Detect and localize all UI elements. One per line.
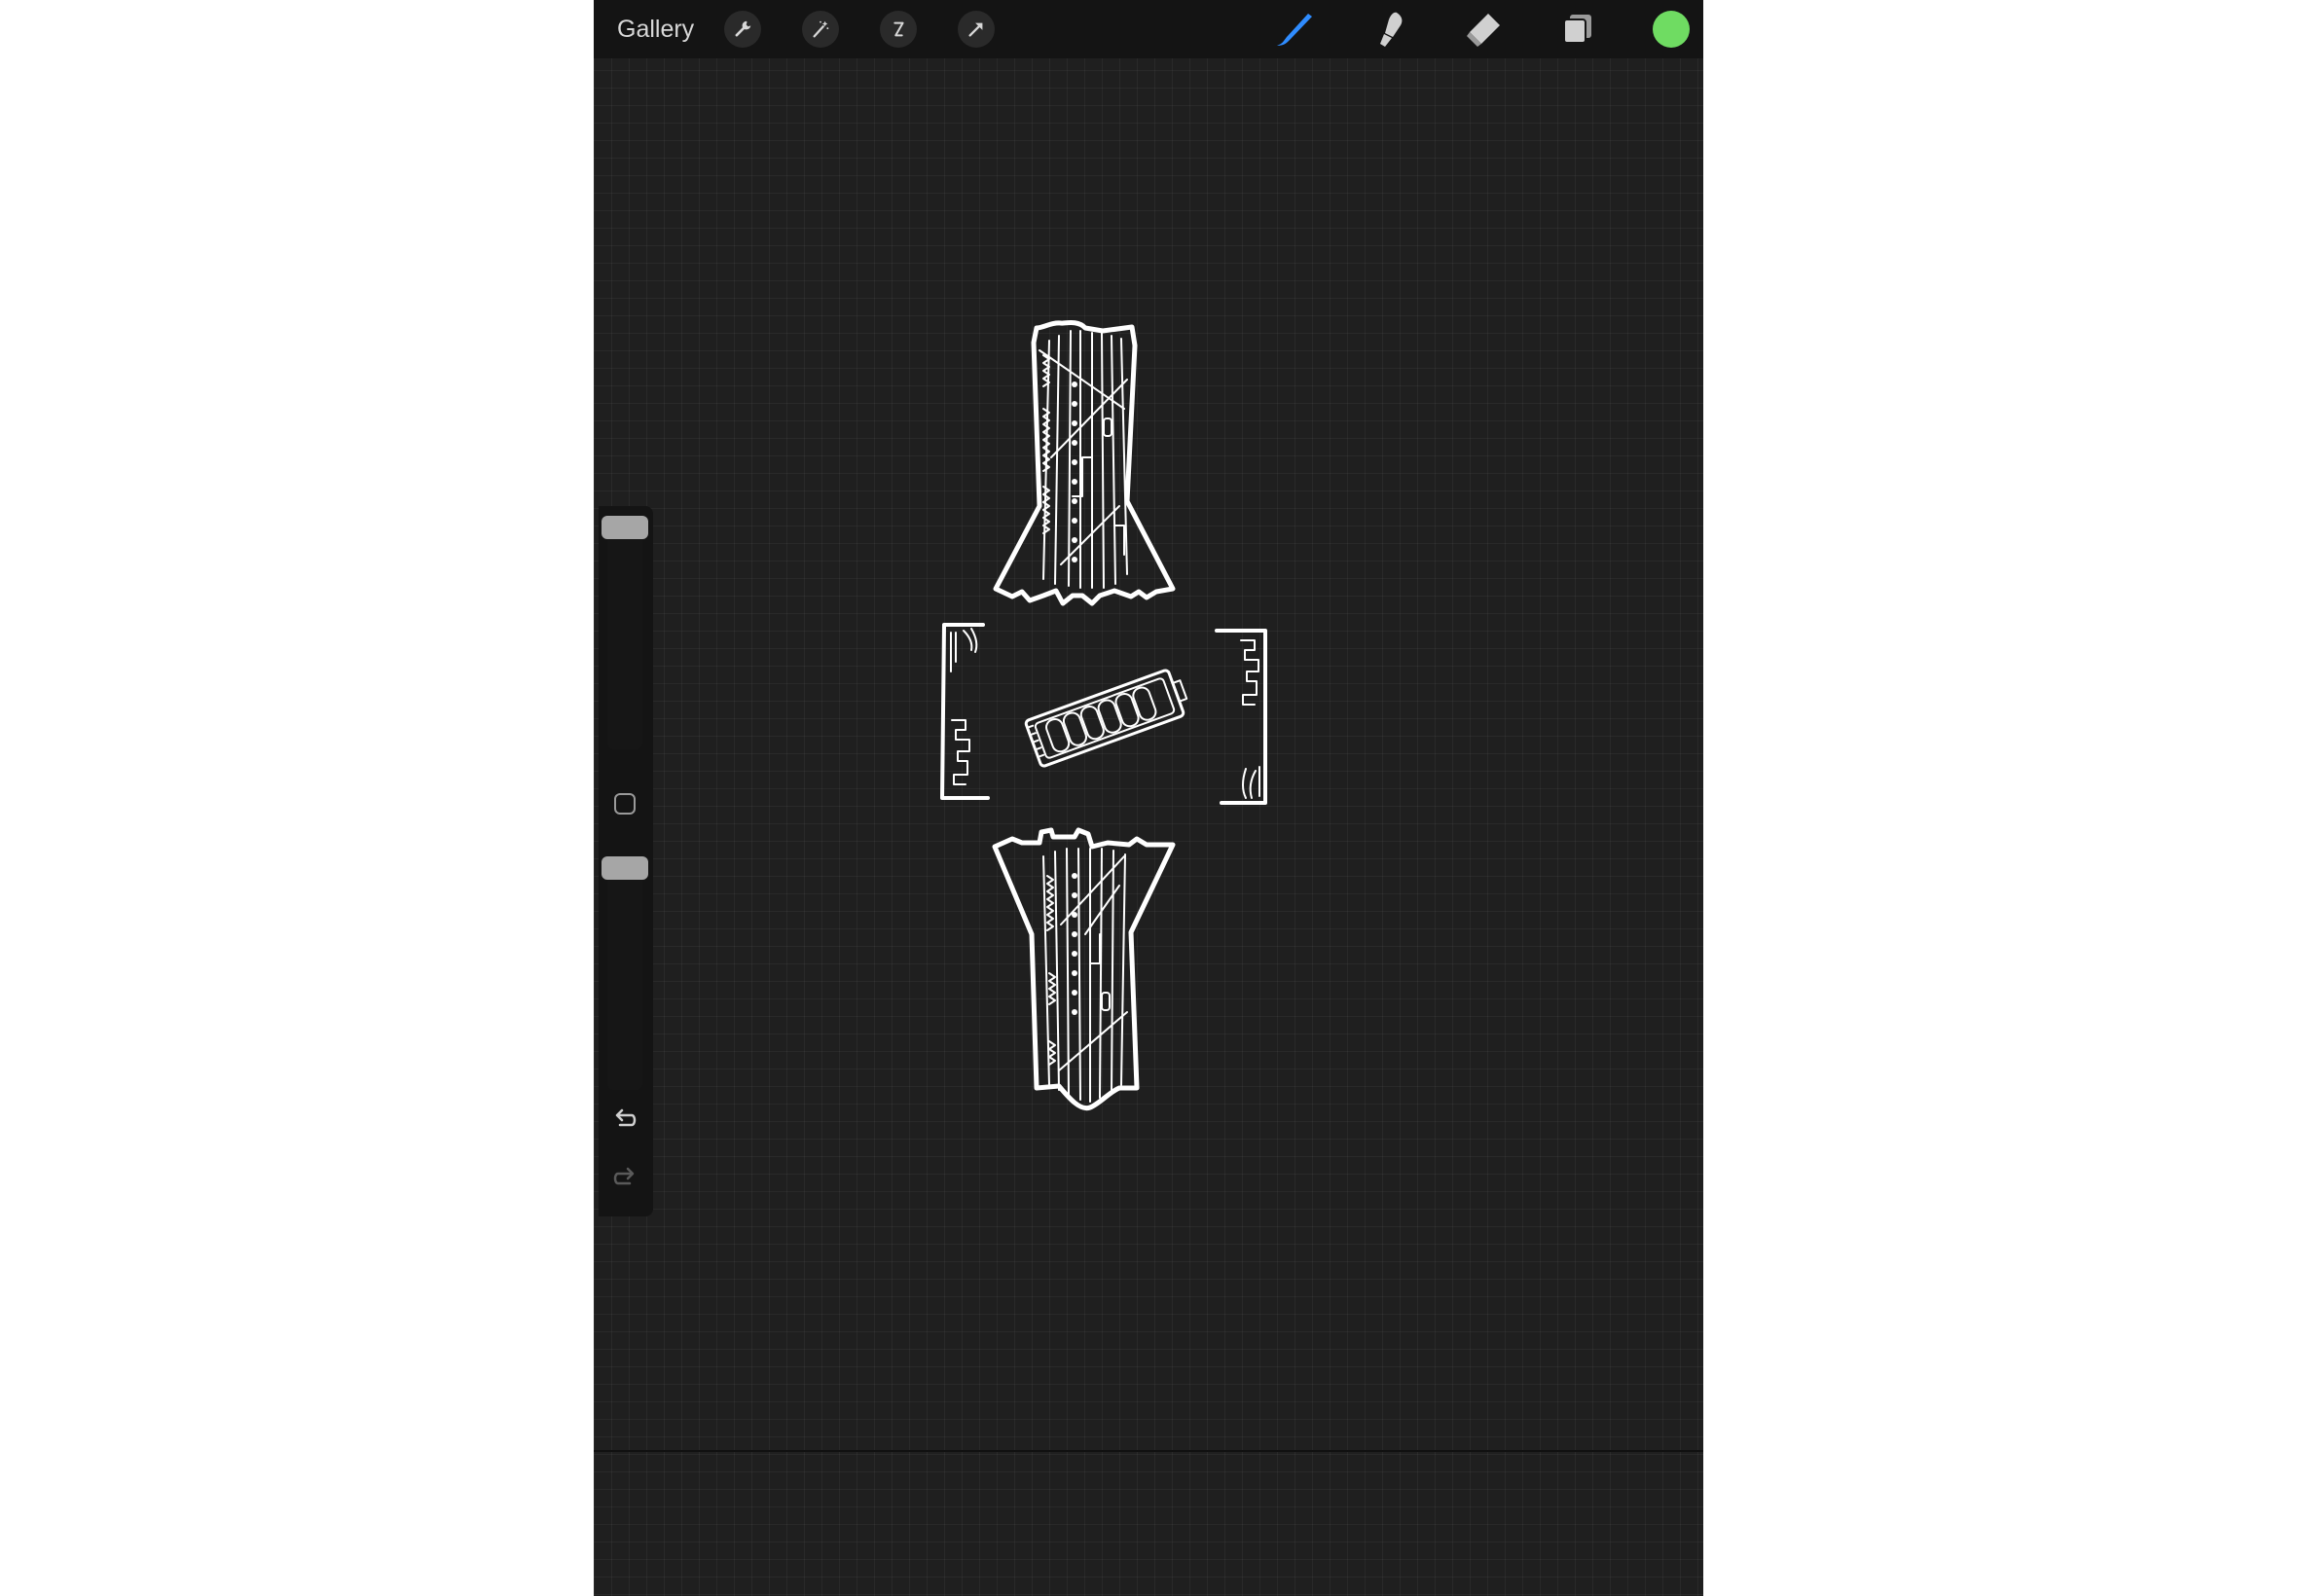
paint-brush-button[interactable] <box>1267 2 1322 56</box>
canvas-edge-divider <box>594 1450 1703 1452</box>
square-modify-icon[interactable] <box>614 793 636 815</box>
smudge-icon <box>1380 12 1403 47</box>
procreate-app: Gallery <box>594 0 1703 1596</box>
brush-opacity-slider[interactable] <box>602 856 648 1090</box>
transform-arrow-icon <box>968 22 983 37</box>
layers-icon <box>1563 15 1591 44</box>
adjustments-button[interactable] <box>802 11 839 48</box>
color-picker-swatch[interactable] <box>1653 11 1690 48</box>
brush-icon <box>1277 14 1312 46</box>
redo-button[interactable] <box>610 1163 639 1192</box>
undo-button[interactable] <box>610 1105 639 1134</box>
wrench-icon <box>735 20 751 37</box>
actions-button[interactable] <box>724 11 761 48</box>
gallery-button[interactable]: Gallery <box>617 15 695 43</box>
layers-button[interactable] <box>1550 2 1605 56</box>
eraser-icon <box>1467 14 1500 47</box>
top-corset-panel <box>993 320 1176 606</box>
size-slider-thumb[interactable] <box>602 516 648 539</box>
drawing-canvas[interactable] <box>594 0 1703 1596</box>
magic-wand-icon <box>813 20 829 38</box>
opacity-slider-thumb[interactable] <box>602 856 648 880</box>
smudge-button[interactable] <box>1362 2 1416 56</box>
undo-icon <box>615 1108 637 1127</box>
right-side-piece <box>1215 629 1267 805</box>
selection-icon <box>893 21 904 37</box>
transform-button[interactable] <box>958 11 995 48</box>
top-toolbar: Gallery <box>594 0 1703 58</box>
corset-pattern-drawing <box>940 320 1267 1111</box>
left-side-piece <box>940 623 990 800</box>
center-busk-piece <box>1024 669 1188 768</box>
eraser-button[interactable] <box>1456 2 1511 56</box>
left-sidebar <box>599 506 653 1216</box>
redo-icon <box>613 1167 635 1185</box>
selection-button[interactable] <box>880 11 917 48</box>
brush-size-slider[interactable] <box>602 516 648 749</box>
bottom-corset-panel <box>992 827 1176 1111</box>
